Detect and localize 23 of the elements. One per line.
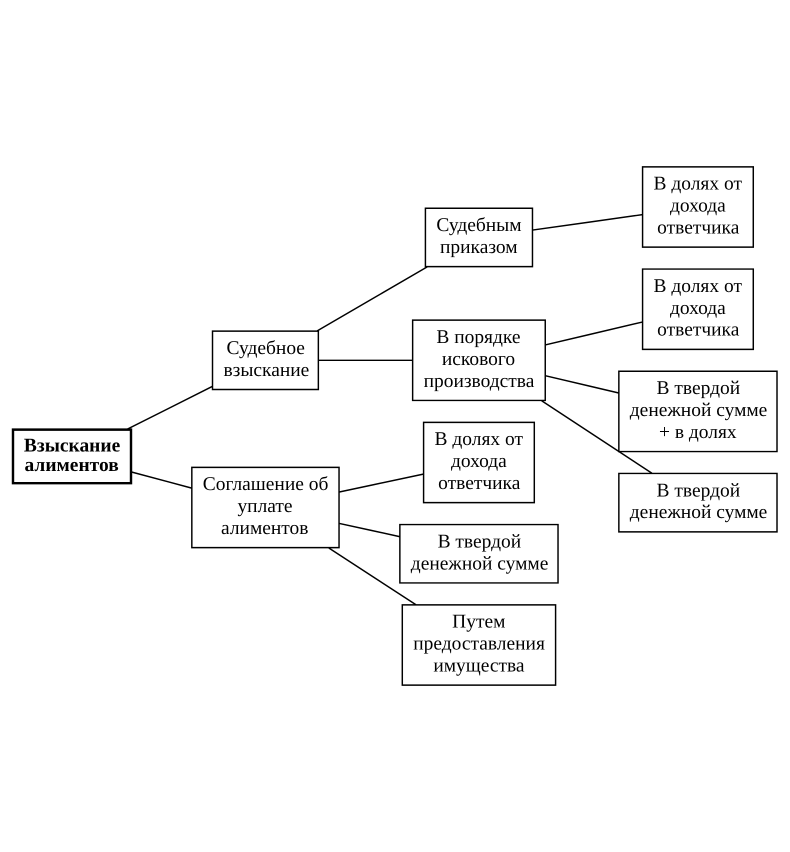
connector	[339, 473, 424, 493]
node-box: Путем предоставления имущества	[402, 604, 556, 686]
connector	[328, 547, 416, 606]
node-box: В долях от дохода ответчика	[642, 166, 754, 248]
connector	[541, 400, 652, 474]
connector	[316, 266, 428, 332]
connector	[130, 471, 192, 489]
node-box: Судебным приказом	[424, 208, 534, 268]
node-box: В твердой денежной сумме	[399, 524, 559, 584]
node-box: В твердой денежной сумме + в долях	[618, 370, 778, 452]
connector	[126, 386, 213, 430]
node-box: Судебное взыскание	[212, 330, 320, 390]
connector	[532, 214, 643, 231]
node-box: В порядке искового производства	[412, 319, 546, 402]
connector	[546, 375, 619, 394]
connector	[339, 522, 400, 538]
node-box: В твердой денежной сумме	[618, 472, 778, 533]
node-box: Соглашение об уплате алиментов	[191, 466, 340, 548]
node-box: В долях от дохода ответчика	[642, 268, 754, 350]
node-box: В долях от дохода ответчика	[422, 422, 536, 504]
connector	[318, 360, 413, 362]
connector	[546, 321, 642, 346]
node-box: Взыскание алиментов	[12, 428, 132, 484]
